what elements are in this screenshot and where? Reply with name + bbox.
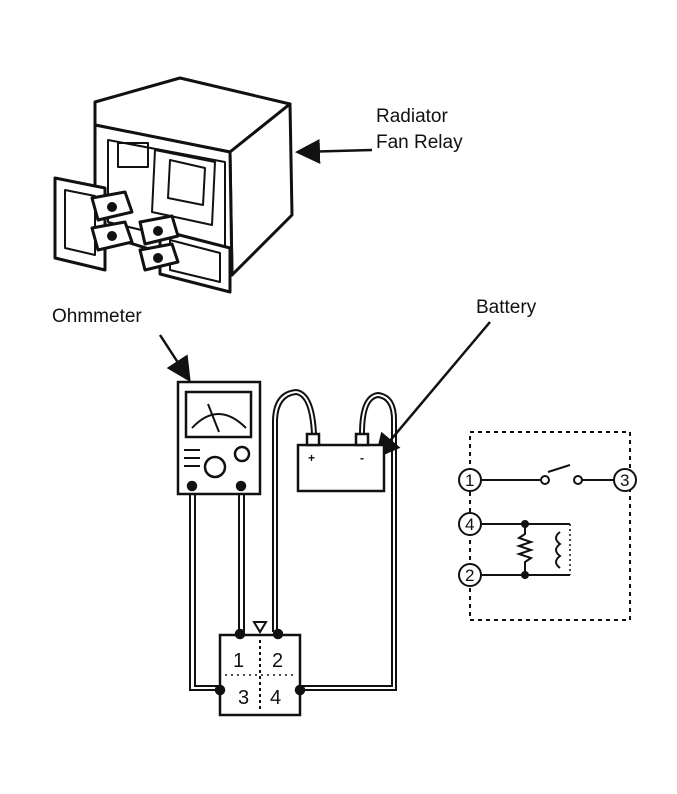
- relay-label-line1: Radiator: [376, 106, 448, 127]
- battery-leader-arrow: [374, 321, 491, 459]
- connector-pin-4: 4: [270, 687, 281, 709]
- connector-pin-1: 1: [233, 650, 244, 672]
- ohmmeter-label: Ohmmeter: [52, 306, 142, 327]
- connector-pin-3: 3: [238, 687, 249, 709]
- battery-label: Battery: [476, 297, 537, 318]
- test-wires: [189, 388, 397, 691]
- relay-connector: [214, 621, 306, 717]
- relay-illustration: [53, 76, 294, 294]
- battery: [296, 432, 386, 493]
- ohmmeter: [176, 380, 262, 496]
- ohmmeter-leader-arrow: [158, 334, 191, 383]
- connector-pin-2: 2: [272, 650, 283, 672]
- schematic-pin-3: 3: [620, 471, 629, 490]
- schematic-pin-4: 4: [465, 515, 474, 534]
- battery-negative-symbol: -: [360, 451, 364, 465]
- schematic-pin-2: 2: [465, 566, 474, 585]
- relay-label-line2: Fan Relay: [376, 132, 463, 153]
- relay-schematic: [458, 431, 637, 621]
- battery-positive-symbol: +: [308, 451, 315, 465]
- schematic-pin-1: 1: [465, 471, 474, 490]
- relay-leader-arrow: [295, 138, 373, 164]
